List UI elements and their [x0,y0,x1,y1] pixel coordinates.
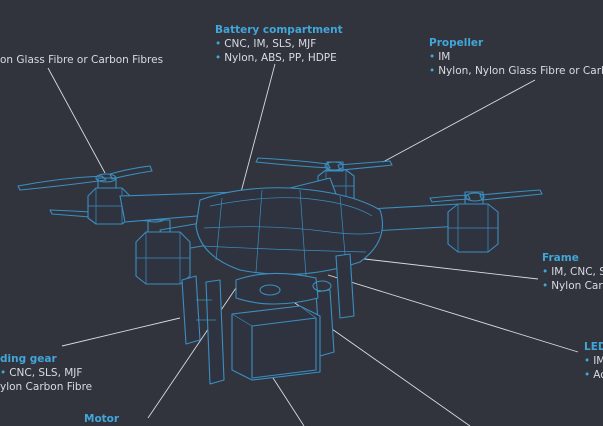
led-item-1: •IM [584,354,603,368]
landing-gear-item-2: ylon Carbon Fibre [0,380,92,394]
motor-title: Motor [84,413,120,425]
frame-item-2-text: Nylon Carb [551,280,603,292]
callout-frame: Frame •IM, CNC, SL •Nylon Carb [542,251,603,293]
propeller-item-2-text: Nylon, Nylon Glass Fibre or Carb [438,65,603,77]
drone-body [195,187,384,277]
bullet-icon: • [215,38,222,50]
callout-top-left: on Glass Fibre or Carbon Fibres [0,53,163,67]
frame-item-2: •Nylon Carb [542,279,603,293]
battery-title: Battery compartment [215,24,343,36]
bullet-icon: • [0,367,7,379]
camera-gimbal [231,272,332,381]
motor-pod-right-front [447,191,499,253]
propeller-item-1: •IM [429,50,603,64]
frame-item-1-text: IM, CNC, SL [551,266,603,278]
bullet-icon: • [542,266,549,278]
landing-gear-item-1: •CNC, SLS, MJF [0,366,92,380]
led-item-2: •Ac [584,368,603,382]
callout-top-left-item: on Glass Fibre or Carbon Fibres [0,54,164,66]
led-item-1-text: IM [593,355,603,367]
landing-gear-item-1-text: CNC, SLS, MJF [9,367,83,379]
bullet-icon: • [584,355,591,367]
led-item-2-text: Ac [593,369,603,381]
propeller-title: Propeller [429,37,484,49]
bullet-icon: • [429,51,436,63]
bullet-icon: • [215,52,222,64]
callout-battery: Battery compartment •CNC, IM, SLS, MJF •… [215,23,343,65]
frame-item-1: •IM, CNC, SL [542,265,603,279]
bullet-icon: • [429,65,436,77]
propeller-item-2: •Nylon, Nylon Glass Fibre or Carb [429,64,603,78]
callout-propeller: Propeller •IM •Nylon, Nylon Glass Fibre … [429,36,603,78]
frame-title: Frame [542,252,579,264]
landing-gear-title: ding gear [0,353,57,365]
landing-gear-item-2-text: ylon Carbon Fibre [0,381,93,393]
callout-motor: Motor [84,412,119,426]
battery-item-2: •Nylon, ABS, PP, HDPE [215,51,343,65]
callout-led: LED •IM •Ac [584,340,603,382]
battery-item-1-text: CNC, IM, SLS, MJF [224,38,317,50]
propeller-right-rear [255,157,393,171]
led-title: LED [584,341,603,353]
battery-item-1: •CNC, IM, SLS, MJF [215,37,343,51]
propeller-left-rear [17,165,153,191]
propeller-item-1-text: IM [438,51,451,63]
propeller-right-front [429,189,543,203]
battery-item-2-text: Nylon, ABS, PP, HDPE [224,52,337,64]
bullet-icon: • [542,280,549,292]
motor-pod-left-front [135,219,191,285]
callout-landing-gear: ding gear •CNC, SLS, MJF ylon Carbon Fib… [0,352,92,394]
bullet-icon: • [584,369,591,381]
landing-gear [181,253,355,385]
